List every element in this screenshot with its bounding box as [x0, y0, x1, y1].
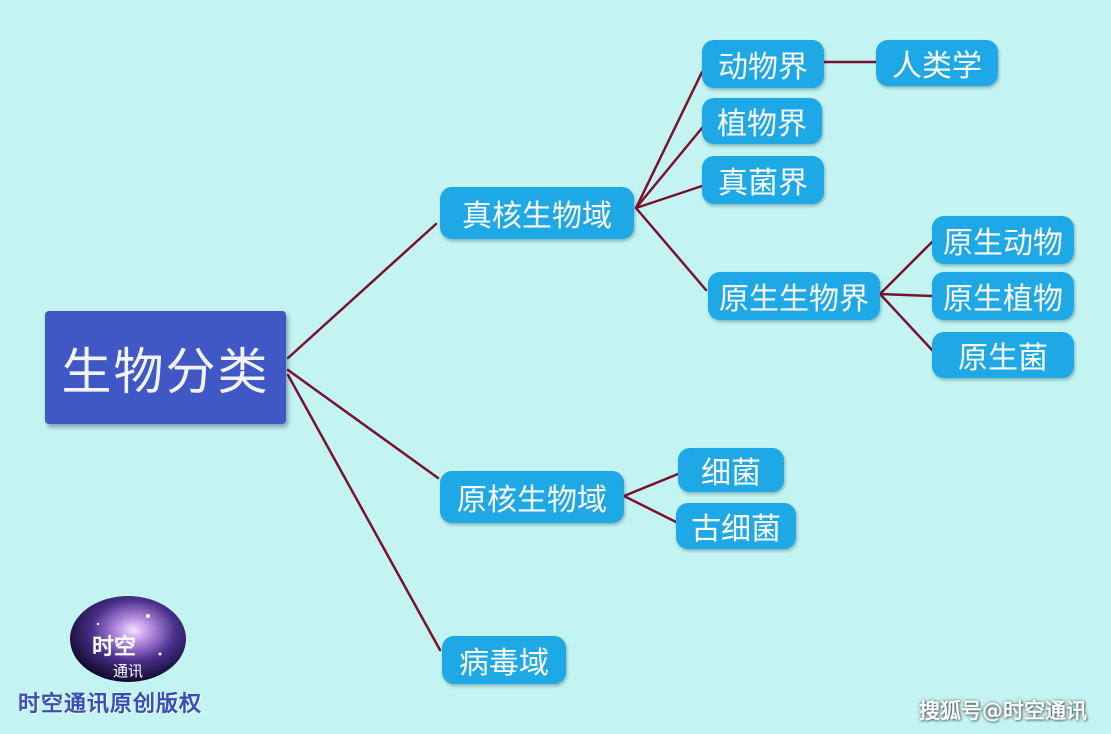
- connector-protist-protozoa: [878, 240, 934, 296]
- node-anthropology[interactable]: 人类学: [876, 40, 998, 86]
- connector-root-virus: [286, 373, 442, 652]
- node-archaea[interactable]: 古细菌: [676, 503, 796, 549]
- copyright-label: 时空通讯原创版权: [18, 691, 203, 717]
- sohu-watermark: 搜狐号@时空通讯: [919, 699, 1087, 723]
- node-protozoa[interactable]: 原生动物: [932, 216, 1074, 264]
- connector-eukaryote-animal: [634, 70, 704, 210]
- connector-eukaryote-plant: [634, 126, 704, 210]
- connector-eukaryote-fungi: [634, 184, 704, 210]
- time-space-logo-icon: 时空 通讯: [70, 596, 186, 682]
- node-eukaryote-domain[interactable]: 真核生物域: [440, 187, 634, 239]
- connector-root-prokaryote: [286, 368, 440, 480]
- node-virus-domain[interactable]: 病毒域: [442, 636, 566, 684]
- node-fungi-kingdom[interactable]: 真菌界: [702, 156, 824, 204]
- node-prokaryote-domain[interactable]: 原核生物域: [440, 471, 624, 523]
- connector-eukaryote-protist: [634, 206, 708, 292]
- logo-line2: 通讯: [113, 662, 143, 680]
- connector-prokaryote-bacteria: [622, 472, 680, 498]
- node-bacteria[interactable]: 细菌: [678, 448, 784, 492]
- node-protophyta[interactable]: 原生植物: [932, 272, 1074, 320]
- node-plant-kingdom[interactable]: 植物界: [702, 98, 822, 144]
- connector-root-eukaryote: [286, 222, 438, 360]
- connector-prokaryote-archaea: [622, 494, 678, 524]
- connector-protist-protophyta: [878, 292, 934, 298]
- connector-protist-protofungi: [878, 292, 934, 352]
- node-protist-kingdom[interactable]: 原生生物界: [708, 272, 880, 320]
- root-node-biology-classification[interactable]: 生物分类: [45, 311, 286, 424]
- node-protofungi[interactable]: 原生菌: [932, 332, 1074, 378]
- node-animal-kingdom[interactable]: 动物界: [702, 40, 824, 88]
- logo-line1: 时空: [92, 634, 136, 660]
